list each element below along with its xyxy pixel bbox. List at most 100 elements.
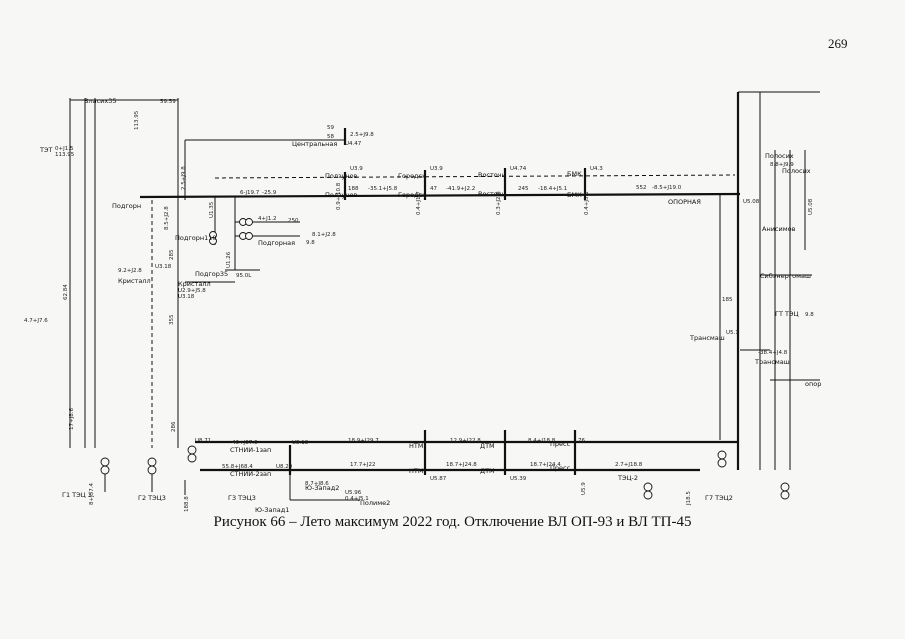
station-podgor35: Подгор35 [195, 270, 228, 278]
generator-icon [147, 457, 157, 467]
value-label: U8.18 [292, 440, 309, 446]
value-label: 552 [636, 185, 647, 191]
value-label: U5.87 [430, 476, 447, 482]
value-label: U8.71 [195, 438, 211, 444]
station-gt-tec: ГТ ТЭЦ [775, 310, 799, 318]
value-label: U5.96 [345, 490, 362, 496]
station-ntm-1: НТМ [409, 442, 423, 450]
disconnected-line-tp45 [214, 174, 736, 179]
value-label: J18.5 [686, 491, 692, 506]
transformer-icon [209, 237, 217, 245]
station-polimer: Полиме2 [360, 499, 390, 507]
value-label: U4.47 [345, 141, 362, 147]
value-label: 355 [169, 314, 175, 325]
generator-icon [780, 482, 790, 492]
value-label: 245 [518, 186, 529, 192]
station-tec2: ТЭЦ-2 [617, 474, 638, 482]
generator-icon [717, 458, 727, 468]
station-polosikha-2: Полосих [782, 167, 811, 175]
generator-g1-label: Г1 ТЭЦ 3 [62, 491, 92, 499]
value-label: 9.8 [805, 312, 814, 318]
station-sibniiz-2: СТНИИ-2зап [230, 470, 271, 478]
value-label: 17.7+J22 [350, 462, 375, 468]
main-top-bus [139, 192, 741, 199]
generator-icon [643, 482, 653, 492]
value-label: 250 [288, 218, 299, 224]
station-bmk-top: БМК [567, 170, 582, 178]
page-number: 269 [828, 36, 848, 51]
value-label: 62.84 [63, 284, 69, 300]
value-label: 8.7+J8.6 [305, 481, 329, 487]
value-label: U3.9 [430, 166, 443, 172]
station-tet: ТЭТ [39, 146, 53, 154]
value-label: 0+J1.5 [55, 146, 74, 152]
station-dtm-1: ДТМ [480, 442, 495, 450]
value-label: 286 [171, 421, 177, 432]
value-label: -38.4+J4.8 [758, 350, 788, 356]
value-label: 2.7+J18.8 [615, 462, 643, 468]
station-polosikha-1: Полосих [765, 152, 794, 160]
value-label: 0.4+J5.1 [345, 496, 369, 502]
value-label: 285 [169, 249, 175, 260]
generator-icon [717, 450, 727, 460]
station-bmk-bot: БМК [567, 191, 582, 199]
station-aniksinova: Анисимов [762, 225, 796, 233]
station-opornaya: ОПОРНАЯ [668, 198, 701, 206]
value-label: 113.95 [55, 152, 75, 158]
station-kristall-left: Кристалл [118, 277, 151, 285]
generator-icon [643, 490, 653, 500]
value-label: 113.95 [134, 110, 140, 130]
station-dtm-2: ДТМ [480, 467, 495, 475]
value-label: U2.9+J5.8 [178, 288, 206, 294]
value-label: 12.9+J22.8 [450, 438, 481, 444]
value-label: 188 [348, 186, 359, 192]
station-transmash-1: Трансмаш [689, 334, 725, 342]
station-sibniiz-1: СТНИИ-1зап [230, 446, 271, 454]
value-label: 4+J1.2 [258, 216, 276, 222]
value-label: 2.5+J9.8 [181, 166, 187, 190]
station-kristall-right: Кристалл [178, 280, 211, 288]
station-podgornaya-110: Подгорн110 [175, 234, 217, 242]
value-label: 0.4+J1.7 [416, 191, 422, 215]
station-podgorn: Подгорн [112, 202, 141, 210]
value-label: 8.5+J2.8 [164, 206, 170, 230]
value-label: 188.8 [184, 496, 190, 512]
generator-icon [187, 445, 197, 455]
value-label: U1.35 [209, 201, 215, 218]
value-label: 8+J57.4 [89, 483, 95, 505]
value-label: 95.0L [236, 273, 252, 279]
value-label: 4.7+J7.6 [24, 318, 48, 324]
value-label: U3.9 [350, 166, 363, 172]
value-label: -35.1+J5.8 [368, 186, 398, 192]
value-label: -41.9+J2.2 [446, 186, 475, 192]
station-gorodskaya-bot: Городск [398, 191, 426, 199]
value-label: 47 [430, 186, 437, 192]
value-label: 9.8 [306, 240, 315, 246]
station-polzunova-top: Ползунов [325, 172, 358, 180]
value-label: 8.8+J9.9 [770, 162, 794, 168]
value-label: 0.4+J3.1 [584, 191, 590, 215]
value-label: 46+J67.6 [232, 440, 258, 446]
value-label: 18.7+J24.8 [446, 462, 477, 468]
value-label: -8.5+J19.0 [652, 185, 682, 191]
value-label: U3.18 [178, 294, 195, 300]
value-label: 59 [327, 125, 334, 131]
station-yu-zap-1: Ю-Запад2 [305, 484, 339, 492]
station-ntm-2: НТМ [409, 467, 423, 475]
station-transmash-2: Трансмаш [754, 358, 790, 366]
station-sibenergomash: Сибэнергомаш [760, 272, 811, 280]
value-label: 55.8+J68.4 [222, 464, 253, 470]
value-label: 8.4+J18.8 [528, 438, 556, 444]
generator-g7-label: Г7 ТЭЦ2 [705, 494, 733, 502]
station-vostochnaya-top: Восточн [478, 171, 506, 179]
transformer-icon [245, 232, 253, 240]
station-yu-zap-2: Ю-Запад1 [255, 506, 289, 514]
value-label: 58 [327, 134, 334, 140]
station-opor-right: опор [805, 380, 821, 388]
value-label: U8.29 [276, 464, 293, 470]
value-label: U5.39 [510, 476, 527, 482]
station-podgornaya: Подгорная [258, 239, 295, 247]
value-label: 8.1+J2.8 [312, 232, 336, 238]
station-centralnaya: Центральная [292, 140, 337, 148]
